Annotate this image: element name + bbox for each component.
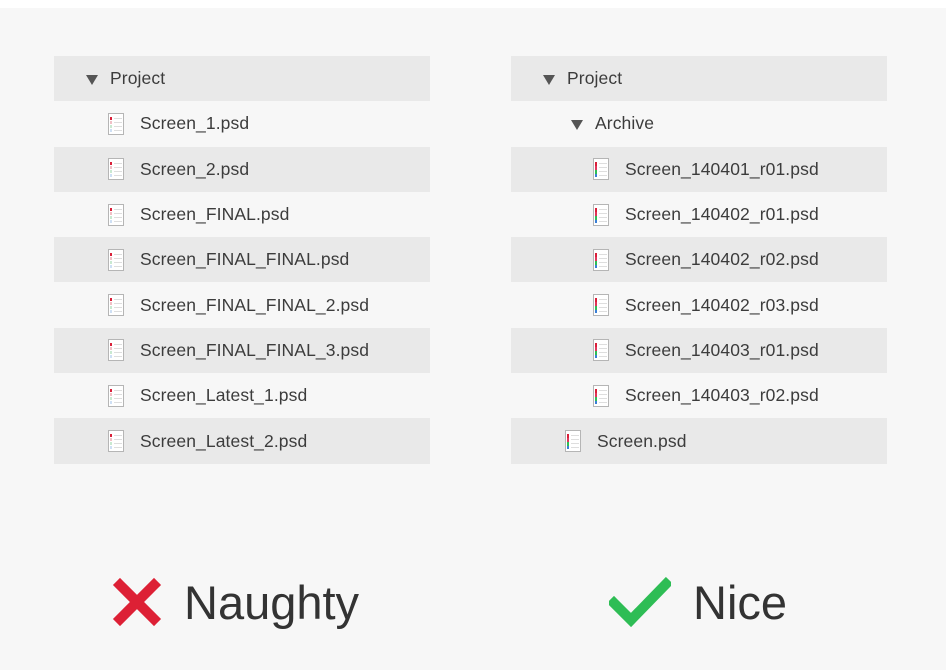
tree-file[interactable]: Screen_Latest_1.psd [54,373,430,418]
file-label: Screen_140403_r02.psd [625,385,819,406]
tree-file[interactable]: Screen_2.psd [54,146,430,192]
nice-verdict: Nice [609,572,787,632]
file-label: Screen_140403_r01.psd [625,339,819,360]
disclosure-triangle-icon[interactable] [571,119,583,130]
folder-label: Archive [595,113,655,134]
checkmark-icon [609,577,671,627]
nice-label: Nice [693,575,788,629]
psd-file-icon [593,339,609,362]
top-strip [0,0,946,8]
disclosure-triangle-icon[interactable] [86,74,98,85]
psd-file-icon [108,112,124,135]
file-label: Screen_140402_r02.psd [625,249,819,270]
file-label: Screen_Latest_2.psd [140,430,308,451]
tree-folder-archive[interactable]: Archive [511,101,887,146]
cross-icon [112,577,162,627]
folder-label: Project [110,68,166,89]
file-label: Screen_1.psd [140,113,250,134]
file-label: Screen_FINAL.psd [140,204,290,225]
file-label: Screen_2.psd [140,158,250,179]
tree-file[interactable]: Screen_140403_r02.psd [511,373,887,418]
file-label: Screen_Latest_1.psd [140,385,308,406]
naughty-file-tree: Project Screen_1.psd Screen_2.psd Screen… [54,56,430,464]
psd-file-icon [593,294,609,317]
tree-file[interactable]: Screen_140402_r01.psd [511,192,887,237]
psd-file-icon [108,339,124,362]
tree-file[interactable]: Screen_FINAL_FINAL.psd [54,237,430,283]
file-label: Screen_140401_r01.psd [625,158,819,179]
psd-file-icon [108,158,124,181]
nice-file-tree: Project Archive Screen_140401_r01.psd Sc… [511,56,887,464]
file-label: Screen_140402_r03.psd [625,294,819,315]
tree-folder-project[interactable]: Project [54,56,430,102]
file-label: Screen_FINAL_FINAL_2.psd [140,294,370,315]
file-label: Screen_FINAL_FINAL.psd [140,249,350,270]
tree-folder-project[interactable]: Project [511,56,887,102]
psd-file-icon [593,158,609,181]
psd-file-icon [108,248,124,271]
tree-file[interactable]: Screen_FINAL_FINAL_2.psd [54,282,430,327]
psd-file-icon [108,294,124,317]
psd-file-icon [108,203,124,226]
tree-file[interactable]: Screen_FINAL_FINAL_3.psd [54,327,430,374]
tree-file[interactable]: Screen_140403_r01.psd [511,327,887,374]
tree-file[interactable]: Screen_140401_r01.psd [511,146,887,192]
file-label: Screen.psd [597,430,687,451]
disclosure-triangle-icon[interactable] [543,74,555,85]
tree-file[interactable]: Screen_140402_r03.psd [511,282,887,327]
file-label: Screen_FINAL_FINAL_3.psd [140,339,370,360]
naughty-label: Naughty [184,575,360,629]
tree-file[interactable]: Screen_1.psd [54,101,430,146]
psd-file-icon [593,248,609,271]
folder-label: Project [567,68,623,89]
psd-file-icon [565,430,581,453]
file-label: Screen_140402_r01.psd [625,204,819,225]
naughty-verdict: Naughty [112,572,359,632]
tree-file[interactable]: Screen.psd [511,418,887,464]
psd-file-icon [108,384,124,407]
psd-file-icon [593,384,609,407]
psd-file-icon [593,203,609,226]
tree-file[interactable]: Screen_FINAL.psd [54,192,430,237]
psd-file-icon [108,430,124,453]
tree-file[interactable]: Screen_140402_r02.psd [511,237,887,283]
tree-file[interactable]: Screen_Latest_2.psd [54,418,430,464]
